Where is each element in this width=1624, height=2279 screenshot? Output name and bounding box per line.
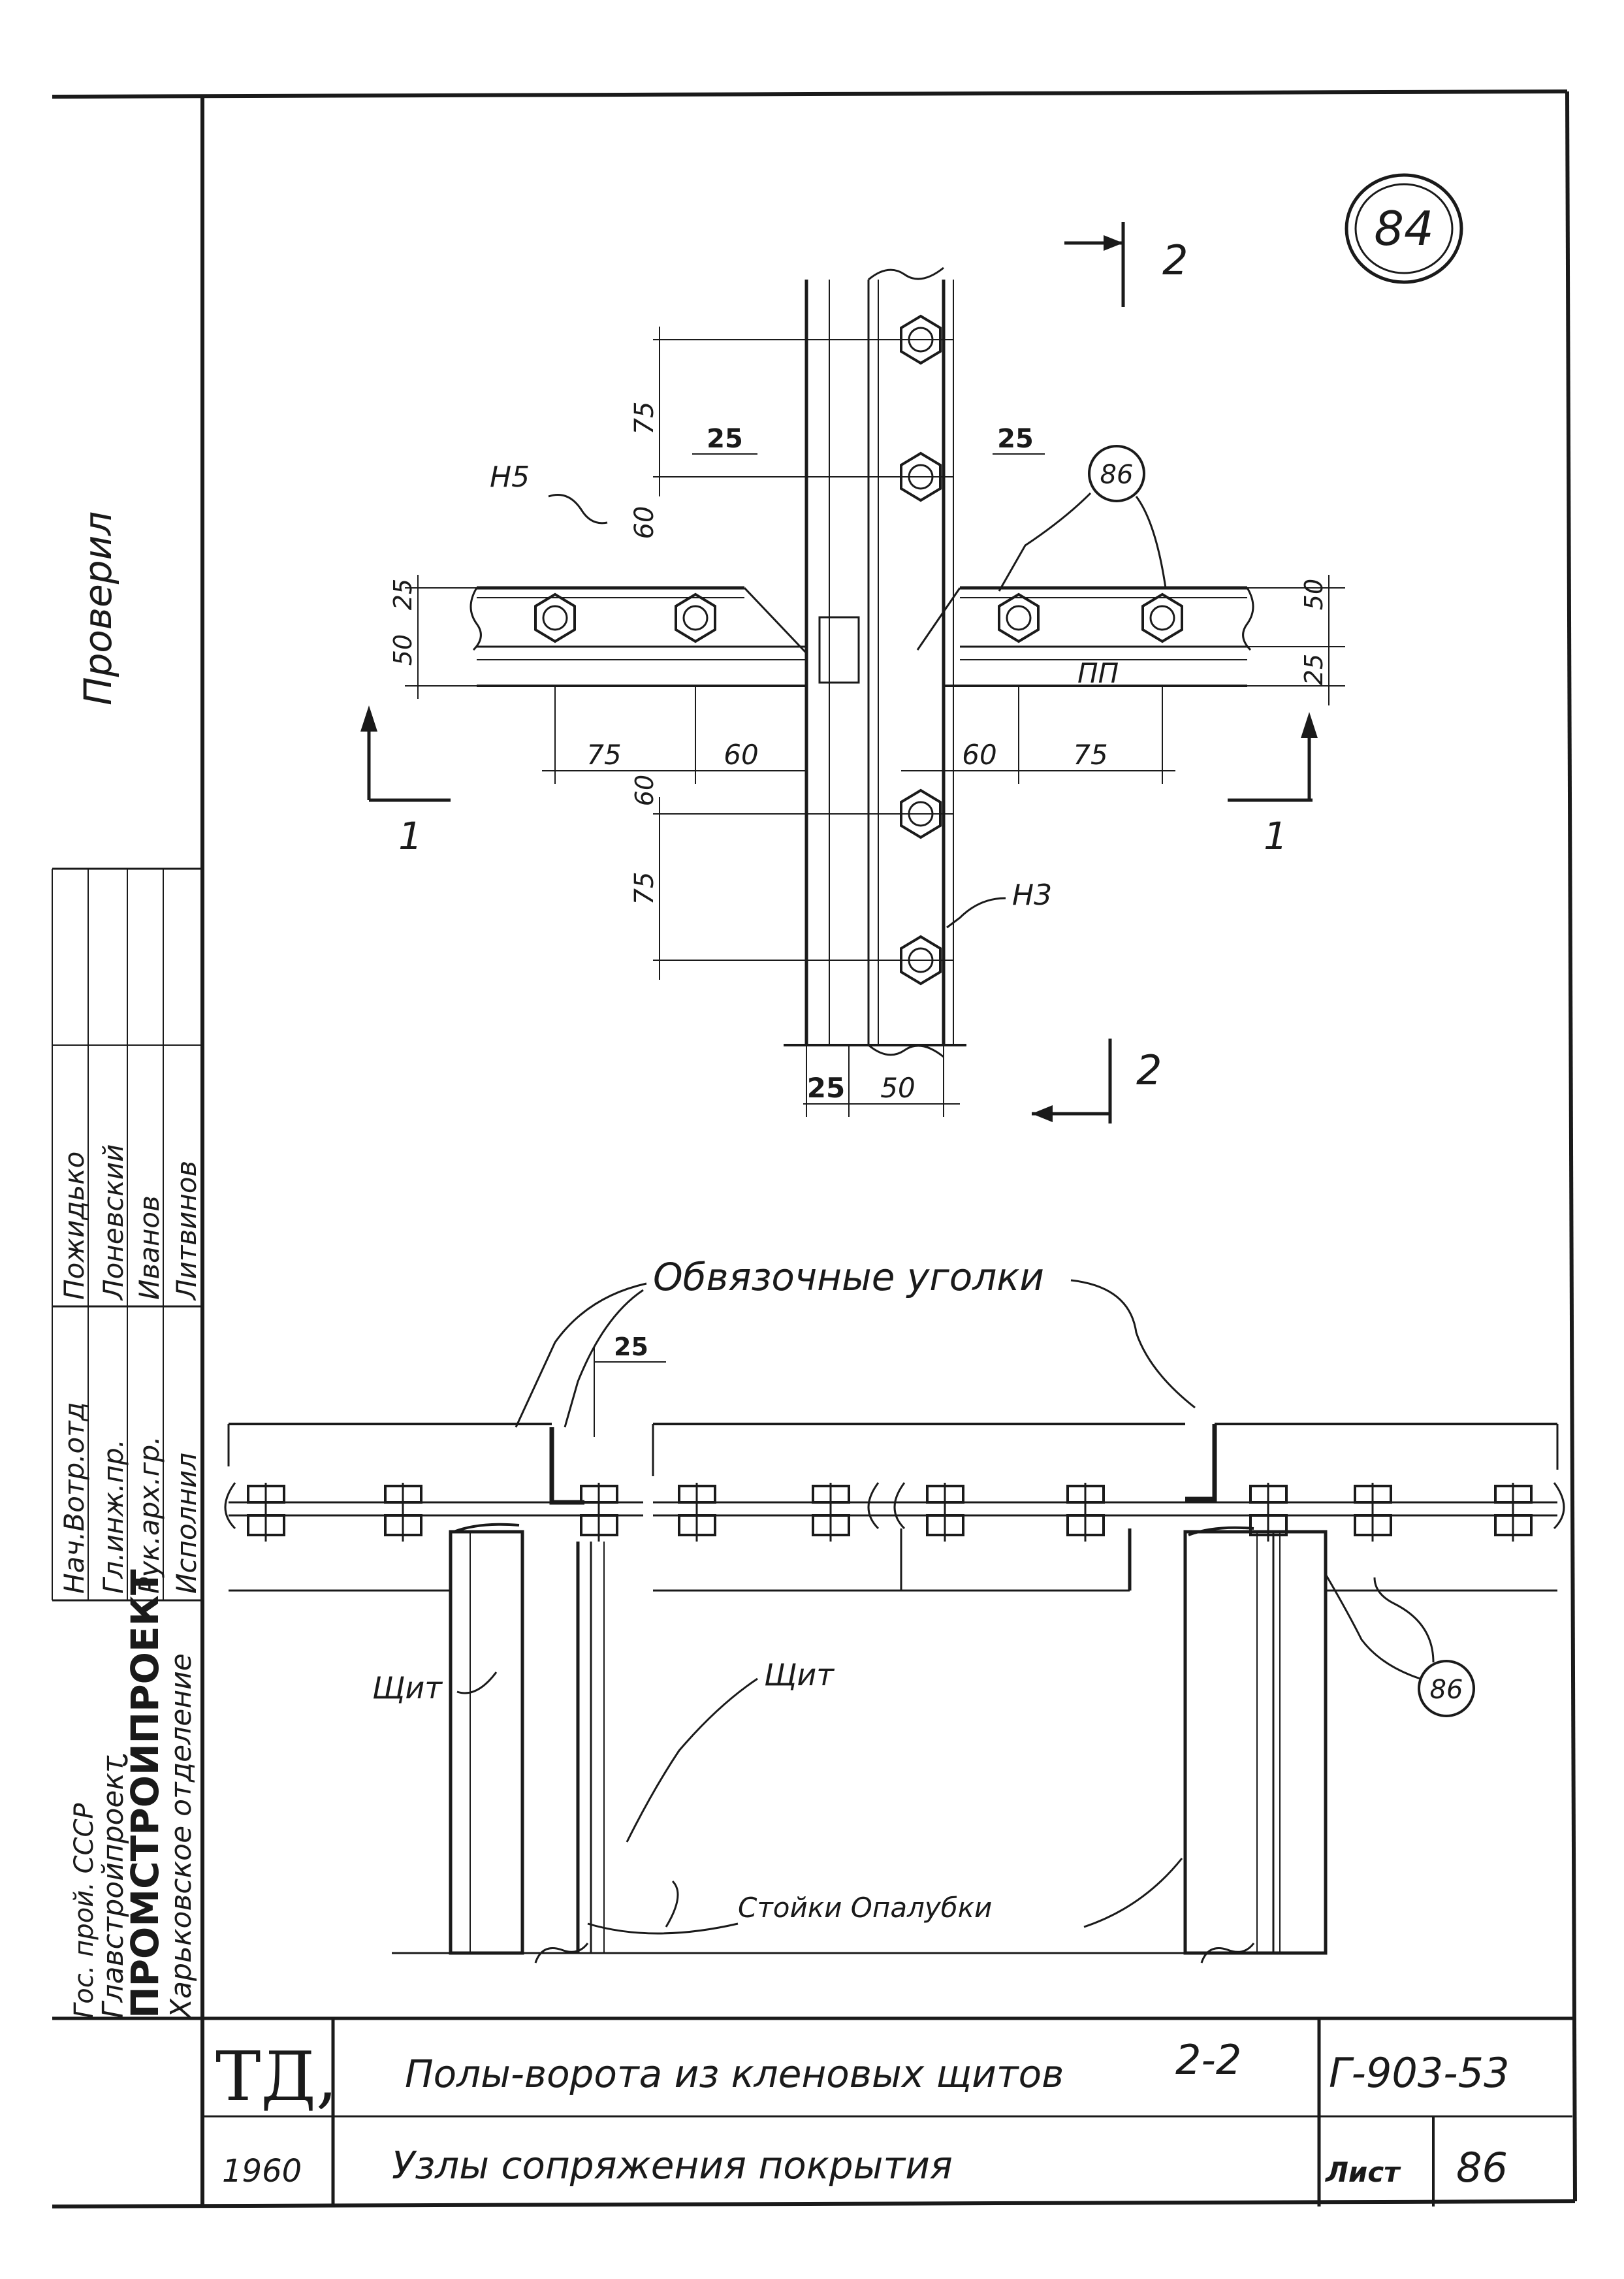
section-bolt: [812, 1483, 850, 1542]
sheet-mark-number: 84: [1374, 201, 1434, 256]
org-line-4: Харьковское отделение: [165, 1653, 198, 2020]
section-bolt: [1066, 1483, 1105, 1542]
stamp-role-0: Нач.Вотр.отд: [58, 1402, 90, 1594]
dim-60-bottom-right: 60: [962, 739, 996, 771]
year: 1960: [222, 2153, 302, 2190]
section-2-bottom-label: 2: [1136, 1046, 1162, 1094]
title-block: ТД, 1960 Полы-ворота из кленовых щитов У…: [202, 2016, 1572, 2206]
dim-50-post: 50: [880, 1072, 915, 1104]
section-marker-2-top: 2: [1064, 222, 1188, 307]
section-marker-1-left: 1: [360, 705, 451, 858]
dim-60-bottom: 60: [630, 775, 659, 806]
stamp-name-1: Лоневский: [97, 1144, 129, 1301]
section-title: Обвязочные уголки: [653, 1255, 1044, 1299]
plan-view: 75 60 25 25 25 50 50 25 75 60 60 75 60 7…: [360, 222, 1345, 1123]
dim-25-r: 25: [1299, 654, 1328, 685]
stamp-name-0: Пожидько: [58, 1152, 90, 1300]
dim-50-r: 50: [1299, 579, 1328, 610]
section-bolt: [678, 1483, 716, 1542]
ref-86-section: 86: [1430, 1675, 1463, 1705]
section-name: 2-2: [1175, 2036, 1241, 2084]
stamp-role-3: Исполнил: [170, 1453, 202, 1594]
dim-60-top: 60: [629, 506, 660, 540]
approval-stamp: Нач.Вотр.отд Гл.инж.пр. Рук.арх.гр. Испо…: [52, 869, 202, 1602]
dim-75-bottom-left: 75: [586, 739, 621, 771]
section-label-mid: Щит: [764, 1657, 835, 1692]
stamp-name-3: Литвинов: [170, 1161, 202, 1301]
section-label-left: Щит: [372, 1670, 443, 1705]
title-line-2: Узлы сопряжения покрытия: [392, 2143, 953, 2188]
section-2-top-label: 2: [1162, 236, 1188, 284]
dim-25-l: 25: [389, 579, 417, 610]
section-bolt: [580, 1483, 618, 1542]
org-line-1: Гос. прой. СССР: [69, 1803, 99, 2018]
document-code: Г-903-53: [1329, 2049, 1510, 2097]
ref-86-plan: 86: [1100, 460, 1134, 490]
dim-75-bottom: 75: [629, 872, 660, 905]
section-1-right-label: 1: [1264, 814, 1288, 858]
bolt: [675, 592, 716, 643]
section-2-2-view: Обвязочные уголки 25: [224, 1255, 1565, 2084]
section-marker-1-right: 1: [1228, 712, 1318, 858]
section-bolt: [384, 1483, 422, 1542]
plan-dimension-lines: [405, 327, 1345, 1117]
organisation-block: Гос. прой. СССР Главстройпроект ПРОМСТРО…: [69, 1569, 198, 2020]
section-bolt: [247, 1483, 285, 1542]
label-pp: ПП: [1077, 657, 1119, 689]
sheet-label: Лист: [1324, 2156, 1401, 2188]
studio-mark: ТД,: [215, 2037, 338, 2116]
dim-25-post: 25: [807, 1072, 845, 1104]
bolt: [1141, 592, 1183, 643]
org-line-2: Главстройпроект: [97, 1755, 130, 2018]
section-bolt: [926, 1483, 964, 1542]
section-dim-25: 25: [614, 1333, 648, 1361]
sheet-mark: 84: [1345, 173, 1463, 284]
section-marker-2-bottom: 2: [1032, 1039, 1162, 1123]
section-label-beam: Стойки Опалубки: [738, 1892, 992, 1924]
label-h3: Н3: [1012, 879, 1052, 912]
section-1-left-label: 1: [398, 814, 422, 858]
dim-60-bottom-left: 60: [724, 739, 758, 771]
stamp-role-2: Рук.арх.гр.: [133, 1436, 165, 1594]
section-bolt: [1494, 1483, 1533, 1542]
bolt: [998, 592, 1040, 643]
section-bolt: [1354, 1483, 1392, 1542]
sheet-number: 86: [1456, 2144, 1508, 2191]
stamp-role-1: Гл.инж.пр.: [97, 1439, 129, 1594]
dim-50-l: 50: [389, 634, 417, 666]
dim-25-left: 25: [707, 424, 743, 454]
bolt: [534, 592, 576, 643]
stamp-name-2: Иванов: [133, 1195, 165, 1300]
title-line-1: Полы-ворота из кленовых щитов: [405, 2052, 1064, 2096]
org-line-3: ПРОМСТРОЙПРОЕКТ: [122, 1569, 167, 2018]
checked-label: Проверил: [76, 511, 120, 705]
label-h5: Н5: [490, 461, 530, 494]
dim-75-bottom-right: 75: [1073, 739, 1107, 771]
dim-25-right: 25: [997, 424, 1034, 454]
dim-75-top: 75: [629, 402, 660, 435]
sheet-frame: [52, 89, 1577, 2208]
